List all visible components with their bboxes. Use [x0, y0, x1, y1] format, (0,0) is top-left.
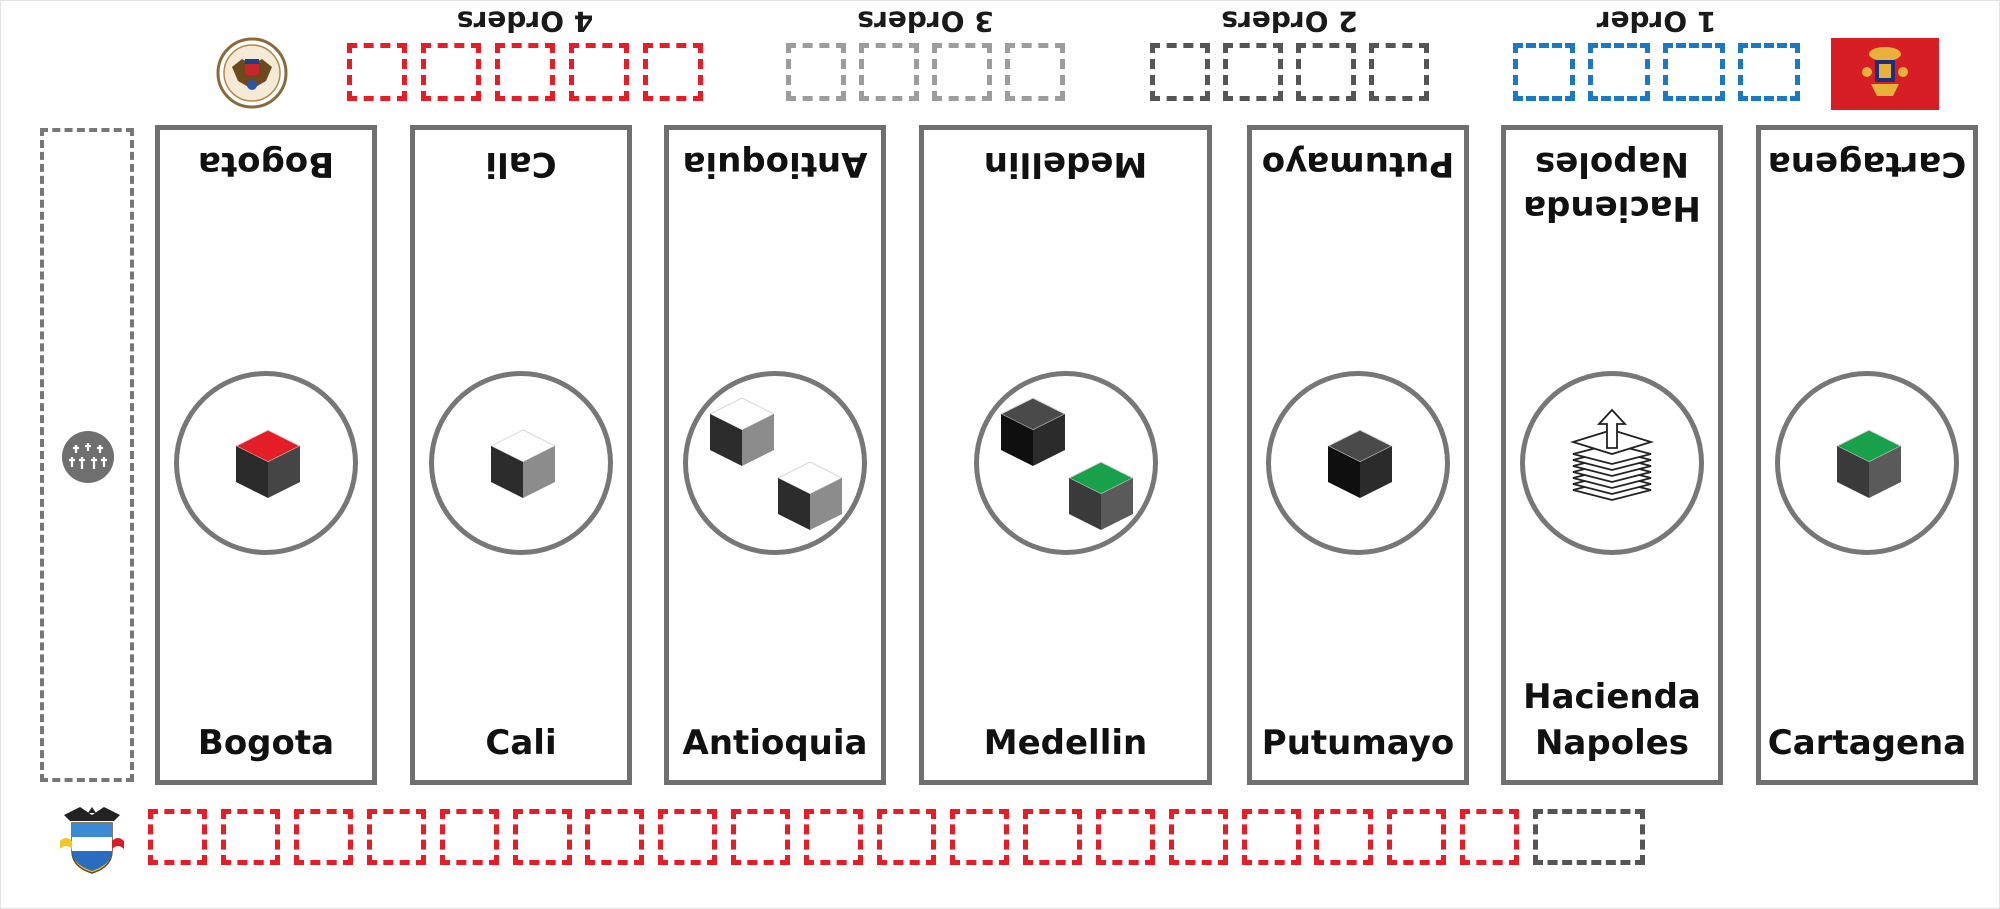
order-track-3: 2 Orders [1150, 1, 1429, 111]
track-slot[interactable] [1241, 809, 1301, 865]
order-track-4: 1 Order [1513, 1, 1800, 111]
order-slot[interactable] [786, 43, 846, 101]
order-slot[interactable] [1296, 43, 1356, 101]
order-track-2: 3 Orders [786, 1, 1065, 111]
order-track-label: 2 Orders [1221, 5, 1358, 38]
track-slot[interactable] [220, 809, 280, 865]
order-slot[interactable] [643, 43, 703, 101]
side-reserve-box[interactable] [40, 128, 134, 782]
region-name: Bogota [197, 723, 335, 763]
order-slot[interactable] [1738, 43, 1800, 101]
order-slot[interactable] [1588, 43, 1650, 101]
order-slot[interactable] [421, 43, 481, 101]
track-slot[interactable] [949, 809, 1009, 865]
region-name: Cali [485, 723, 557, 763]
region-token-circle[interactable] [1266, 371, 1450, 555]
track-slot[interactable] [1387, 809, 1447, 865]
track-slot[interactable] [439, 809, 499, 865]
track-slot[interactable] [512, 809, 572, 865]
track-slot[interactable] [1022, 809, 1082, 865]
order-track-label: 4 Orders [456, 5, 594, 38]
region-name: Putumayo [1261, 723, 1455, 763]
order-slot[interactable] [1513, 43, 1575, 101]
region-name: Medellin [983, 723, 1148, 763]
track-slot[interactable] [366, 809, 426, 865]
track-slot[interactable] [1314, 809, 1374, 865]
order-slot[interactable] [1663, 43, 1725, 101]
track-slot[interactable] [585, 809, 645, 865]
order-slot[interactable] [859, 43, 919, 101]
region-name-upside-down: Putumayo [1261, 144, 1455, 184]
black-cube[interactable] [1326, 428, 1394, 504]
green-cube[interactable] [1835, 428, 1903, 504]
card-stack-icon[interactable] [1567, 402, 1657, 506]
region-name: Antioquia [682, 723, 868, 763]
white-cube[interactable] [489, 428, 557, 504]
track-slot[interactable] [293, 809, 353, 865]
region-name-upside-down: Hacienda Napoles [1523, 144, 1701, 228]
region-token-circle[interactable] [1520, 371, 1704, 555]
track-slot[interactable] [731, 809, 791, 865]
order-track-label: 1 Order [1596, 5, 1717, 38]
order-track-label: 3 Orders [857, 5, 994, 38]
green-cube[interactable] [1067, 460, 1135, 536]
region-token-circle[interactable] [683, 371, 867, 555]
track-slot[interactable] [877, 809, 936, 865]
order-slot[interactable] [569, 43, 629, 101]
region-name-upside-down: Bogota [197, 144, 335, 184]
track-slot[interactable] [148, 809, 207, 865]
region-name-upside-down: Cali [485, 144, 557, 184]
track-slot[interactable] [1460, 809, 1520, 865]
order-slot[interactable] [1223, 43, 1283, 101]
track-slot[interactable] [1168, 809, 1228, 865]
region-name-upside-down: Antioquia [682, 144, 868, 184]
colombia-coat-of-arms-icon [56, 801, 128, 879]
track-slot[interactable] [1095, 809, 1155, 865]
order-slot[interactable] [1150, 43, 1210, 101]
white-cube[interactable] [708, 396, 776, 472]
track-slot[interactable] [658, 809, 718, 865]
red-cube[interactable] [234, 428, 302, 504]
order-slot[interactable] [347, 43, 407, 101]
black-cube[interactable] [999, 396, 1067, 472]
region-name-upside-down: Medellin [983, 144, 1148, 184]
region-name: Cartagena [1767, 723, 1967, 763]
order-slot[interactable] [1005, 43, 1065, 101]
cemetery-crosses-icon [62, 431, 114, 483]
region-name: Hacienda Napoles [1523, 677, 1701, 763]
white-cube[interactable] [776, 460, 844, 536]
region-token-circle[interactable] [429, 371, 613, 555]
track-slot[interactable] [804, 809, 864, 865]
track-slot[interactable] [1533, 809, 1646, 865]
region-token-circle[interactable] [174, 371, 358, 555]
order-slot[interactable] [495, 43, 555, 101]
region-token-circle[interactable] [973, 371, 1158, 555]
region-name-upside-down: Cartagena [1767, 144, 1967, 184]
order-slot[interactable] [932, 43, 992, 101]
order-slot[interactable] [1369, 43, 1429, 101]
red-flag-emblem-icon [1831, 38, 1939, 110]
order-track-1: 4 Orders [347, 1, 703, 111]
seal-emblem-icon [216, 37, 288, 109]
region-token-circle[interactable] [1775, 371, 1959, 555]
